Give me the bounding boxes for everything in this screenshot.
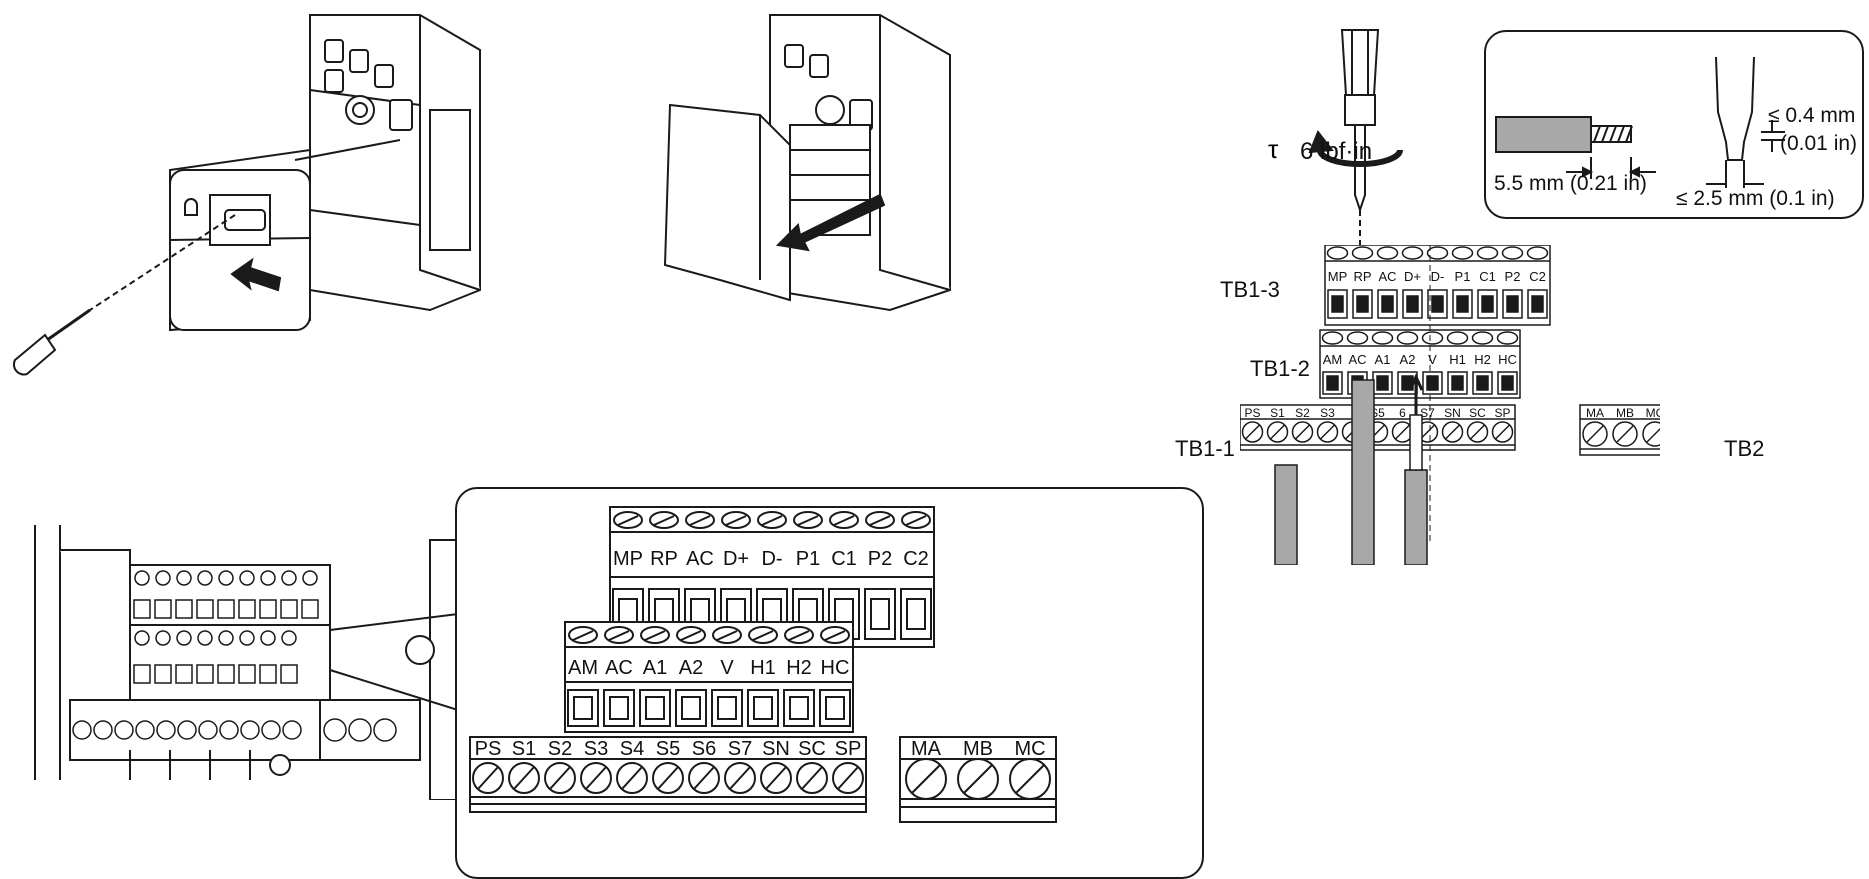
- tb2-terminal-label: MA: [911, 738, 942, 760]
- tb2-label: TB2: [1724, 436, 1765, 461]
- tb1-3-small-label: D-: [1431, 269, 1445, 284]
- tb1-2-label: TB1-2: [1250, 356, 1310, 381]
- control-board-overview: [34, 525, 490, 800]
- tb1-2-small-label: V: [1428, 352, 1437, 367]
- tb1-3-terminal-label: C2: [903, 548, 929, 570]
- tb1-2-small-label: A2: [1400, 352, 1416, 367]
- tb2-terminal-label: MC: [1014, 738, 1045, 760]
- tb1-2-terminal-label: H1: [750, 657, 776, 679]
- tb1-1-terminal-label: S1: [512, 738, 536, 760]
- tb2-small-label: MC: [1646, 406, 1660, 420]
- tb1-3-terminal-label: D+: [723, 548, 749, 570]
- tb1-1-terminal-label: S7: [728, 738, 752, 760]
- blade-thickness-line2: (0.01 in): [1780, 132, 1858, 155]
- tb1-2-terminal-label: H2: [786, 657, 812, 679]
- tb1-3-small-label: MP: [1328, 269, 1348, 284]
- tb1-1-terminal-label: S2: [548, 738, 572, 760]
- tb1-2-small-label: H2: [1474, 352, 1491, 367]
- tb1-2-small-label: AM: [1323, 352, 1343, 367]
- tb1-2-small-label: H1: [1449, 352, 1466, 367]
- tb1-3-small-label: C2: [1529, 269, 1546, 284]
- tb1-3-terminal-label: MP: [613, 548, 643, 570]
- tb1-1-small-label: S2: [1295, 406, 1310, 420]
- tb1-3-terminal-label: P2: [868, 548, 892, 570]
- wire-tb1-1: [1274, 464, 1298, 565]
- tb1-3-small-label: P2: [1505, 269, 1521, 284]
- screwdriver-tightening: τ: [1268, 29, 1403, 245]
- tb2-terminal-label: MB: [963, 738, 993, 760]
- wire-tb1-2: [1351, 379, 1375, 565]
- tb1-3-small-label: P1: [1455, 269, 1471, 284]
- tb1-2-terminal-label: V: [720, 657, 734, 679]
- torque-symbol: τ: [1268, 134, 1279, 164]
- tb1-1-small-label: S7: [1420, 406, 1435, 420]
- stripped-wire-diagram: [1495, 56, 1785, 188]
- tb1-1-terminal-label: S6: [692, 738, 716, 760]
- tb1-3-small-label: D+: [1404, 269, 1421, 284]
- tb2-small-label: MB: [1616, 406, 1634, 420]
- tb1-2-small-label: AC: [1348, 352, 1366, 367]
- tb1-3-terminal-label: AC: [686, 548, 714, 570]
- tb1-3-terminal-label: P1: [796, 548, 820, 570]
- tb1-1-terminal-label: S3: [584, 738, 608, 760]
- tb1-2-small-label: A1: [1375, 352, 1391, 367]
- tb1-1-terminal-label: SC: [798, 738, 826, 760]
- blade-thickness-line1: ≤ 0.4 mm: [1768, 104, 1856, 127]
- tb1-1-small-label: S3: [1320, 406, 1335, 420]
- tb1-3-small-label: RP: [1353, 269, 1371, 284]
- cover-release-illustration: [12, 14, 481, 376]
- tb1-1-terminal-label: S4: [620, 738, 644, 760]
- tb1-2-terminal-label: A2: [679, 657, 703, 679]
- strip-length-label: 5.5 mm (0.21 in): [1494, 172, 1647, 195]
- tb1-3-terminal-label: C1: [831, 548, 857, 570]
- tb1-2-terminal-label: AC: [605, 657, 633, 679]
- wire-spec-panel: ≤ 0.4 mm (0.01 in) 5.5 mm (0.21 in) ≤ 2.…: [1484, 30, 1864, 219]
- tb1-3-small-label: C1: [1479, 269, 1496, 284]
- wire-inserting: [1404, 469, 1428, 565]
- tb1-2-small-label: HC: [1498, 352, 1517, 367]
- tb1-3-small-label: AC: [1378, 269, 1396, 284]
- tb1-1-label: TB1-1: [1175, 436, 1235, 461]
- tb2-small-label: MA: [1586, 406, 1604, 420]
- tb1-3-label: TB1-3: [1220, 277, 1280, 302]
- tb1-1-small-label: S1: [1270, 406, 1285, 420]
- tb1-3-terminal-label: RP: [650, 548, 678, 570]
- tb1-1-small-label: SC: [1469, 406, 1486, 420]
- tb1-1-terminal-label: PS: [475, 738, 502, 760]
- tb1-1-terminal-label: S5: [656, 738, 680, 760]
- tb1-1-terminal-label: SN: [762, 738, 790, 760]
- tb1-3-terminal-label: D-: [761, 548, 782, 570]
- torque-value: 6 lbf·in: [1300, 138, 1373, 165]
- blade-width-label: ≤ 2.5 mm (0.1 in): [1676, 187, 1835, 210]
- tb1-2-terminal-label: HC: [821, 657, 850, 679]
- tb1-1-small-label: SP: [1494, 406, 1510, 420]
- tb1-1-small-label: SN: [1444, 406, 1461, 420]
- tb1-1-small-label: PS: [1244, 406, 1260, 420]
- tb1-2-terminal-label: AM: [568, 657, 598, 679]
- tb1-2-terminal-label: A1: [643, 657, 667, 679]
- tb1-1-terminal-label: SP: [835, 738, 862, 760]
- cover-removal-illustration: [663, 14, 951, 312]
- tb1-1-small-label: 6: [1399, 406, 1406, 420]
